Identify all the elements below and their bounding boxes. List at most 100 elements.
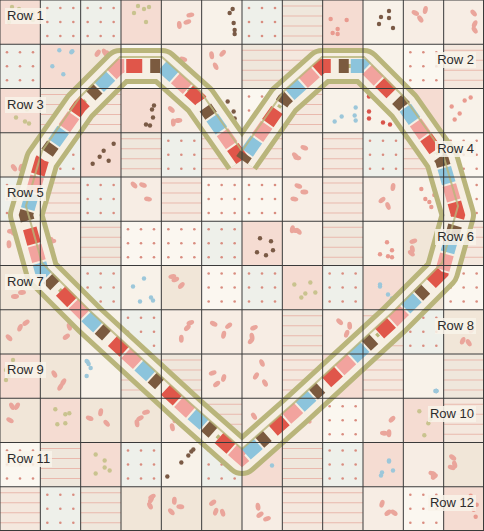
fabric-square — [0, 44, 40, 88]
fabric-ground — [363, 398, 403, 442]
fabric-dot — [72, 7, 75, 10]
fabric-ground — [81, 0, 121, 44]
fabric-dot — [462, 98, 466, 102]
fabric-dot — [69, 50, 73, 54]
fabric-dot — [152, 103, 156, 107]
fabric-dot — [153, 256, 156, 259]
fabric-square — [323, 487, 363, 531]
fabric-flower — [261, 378, 269, 387]
fabric-ground — [81, 398, 121, 442]
fabric-dot — [386, 292, 390, 296]
fabric-dot — [308, 280, 312, 284]
fabric-ground — [121, 487, 161, 531]
fabric-stripe — [444, 80, 484, 81]
fabric-dot — [59, 521, 62, 524]
fabric-stripe — [282, 468, 322, 469]
fabric-ground — [121, 266, 161, 310]
fabric-dot — [462, 300, 465, 303]
fabric-flower — [255, 502, 261, 511]
fabric-dot — [353, 118, 357, 122]
fabric-dot — [153, 242, 156, 245]
fabric-dot — [354, 463, 357, 466]
fabric-square — [161, 133, 201, 177]
fabric-stripe — [161, 203, 201, 204]
fabric-square — [81, 177, 121, 221]
fabric-ground — [444, 0, 484, 44]
fabric-dot — [193, 256, 196, 259]
fabric-square — [202, 487, 242, 531]
fabric-dot — [72, 521, 75, 524]
fabric-dot — [475, 272, 478, 275]
fabric-dot — [167, 167, 170, 170]
fabric-square — [242, 221, 282, 265]
fabric-dot — [46, 7, 49, 10]
fabric-dot — [328, 17, 332, 21]
fabric-ground — [0, 44, 40, 88]
fabric-dot — [409, 65, 412, 68]
fabric-dot — [274, 300, 277, 303]
fabric-dot — [328, 477, 331, 480]
fabric-flower — [335, 317, 344, 326]
fabric-flower — [183, 18, 192, 25]
fabric-dot — [46, 493, 49, 496]
fabric-dot — [409, 330, 412, 333]
fabric-stripe — [282, 16, 322, 17]
fabric-ground — [323, 177, 363, 221]
fabric-square — [121, 177, 161, 221]
fabric-dot — [475, 184, 478, 187]
fabric-dot — [475, 300, 478, 303]
fabric-dot — [354, 405, 357, 408]
fabric-ground — [121, 177, 161, 221]
fabric-flower — [407, 249, 416, 258]
fabric-flower — [209, 320, 218, 328]
fabric-square — [444, 0, 484, 44]
fabric-dot — [475, 198, 478, 201]
fabric-ground — [0, 398, 40, 442]
fabric-dot — [232, 28, 236, 32]
fabric-ground — [121, 89, 161, 133]
fabric-dot — [274, 7, 277, 10]
fabric-dot — [180, 167, 183, 170]
fabric-dot — [6, 65, 9, 68]
fabric-flower — [11, 294, 19, 299]
fabric-flower — [4, 333, 13, 342]
fabric-dot — [127, 242, 130, 245]
fabric-dot — [233, 184, 236, 187]
fabric-dot — [72, 507, 75, 510]
fabric-stripe — [282, 345, 322, 346]
fabric-dot — [50, 64, 54, 68]
fabric-flower — [212, 507, 219, 516]
fabric-dot — [19, 51, 22, 54]
fabric-dot — [112, 35, 115, 38]
fabric-dot — [462, 272, 465, 275]
fabric-stripe — [242, 70, 282, 71]
fabric-dot — [32, 79, 35, 82]
fabric-ground — [403, 354, 443, 398]
fabric-square — [81, 443, 121, 487]
fabric-square — [242, 487, 282, 531]
fabric-dot — [339, 114, 343, 118]
fabric-dot — [274, 272, 277, 275]
fabric-dot — [140, 449, 143, 452]
fabric-dot — [148, 123, 152, 127]
fabric-ground — [444, 89, 484, 133]
fabric-square — [121, 133, 161, 177]
fabric-dot — [227, 11, 231, 15]
fabric-dot — [85, 360, 89, 364]
fabric-dot — [354, 286, 357, 289]
fabric-stripe — [323, 257, 363, 258]
fabric-dot — [409, 507, 412, 510]
fabric-dot — [274, 184, 277, 187]
fabric-square — [363, 443, 403, 487]
fabric-stripe — [444, 50, 484, 51]
fabric-stripe — [282, 512, 322, 513]
fabric-stripe — [323, 512, 363, 513]
fabric-flower — [219, 508, 226, 517]
fabric-stripe — [40, 468, 80, 469]
fabric-square — [121, 89, 161, 133]
fabric-dot — [422, 521, 425, 524]
fabric-stripe — [81, 247, 121, 248]
fabric-square — [282, 487, 322, 531]
fabric-dot — [167, 228, 170, 231]
fabric-dot — [86, 7, 89, 10]
